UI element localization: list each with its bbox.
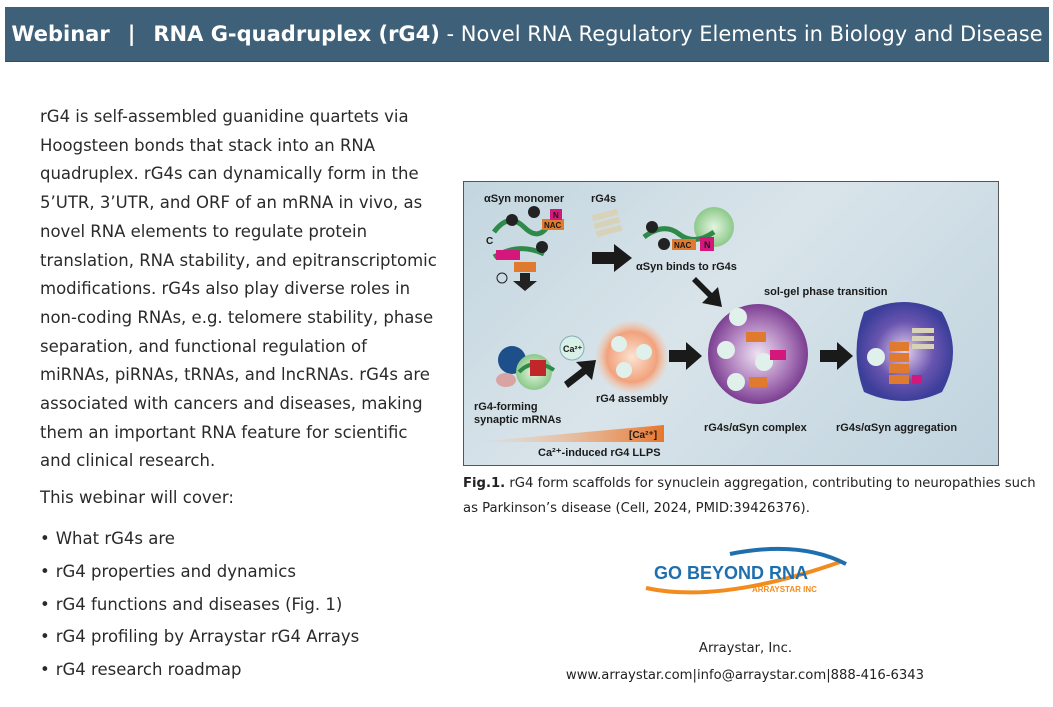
label-rg4-forming-1: rG4-forming (474, 401, 538, 413)
list-item: •rG4 profiling by Arraystar rG4 Arrays (40, 627, 360, 647)
bullet-icon: • (40, 594, 50, 614)
banner-title-rest: - Novel RNA Regulatory Elements in Biolo… (439, 22, 1043, 46)
svg-text:N: N (553, 211, 559, 220)
cover-heading: This webinar will cover: (40, 488, 234, 507)
logo-svg: GO BEYOND RNA ARRAYSTAR INC (645, 546, 847, 595)
svg-text:NAC: NAC (544, 221, 562, 230)
label-ca: Ca²⁺ (563, 344, 583, 354)
banner-separator: | (127, 22, 136, 46)
nac-box (542, 219, 564, 230)
bullet-icon: • (40, 529, 50, 548)
label-rg4-forming-2: synaptic mRNAs (474, 414, 561, 426)
bullet-icon: • (40, 561, 50, 581)
n-box (700, 237, 714, 251)
label-rg4-assembly: rG4 assembly (596, 393, 669, 405)
arrow-icon (592, 244, 632, 272)
minus-charge-icon (506, 214, 518, 226)
rg4-ribbons (912, 328, 934, 349)
email-link[interactable]: info@arraystar.com (696, 668, 827, 683)
nac-box (672, 239, 696, 250)
bullet-icon: • (40, 660, 50, 680)
label-aggregation: rG4s/αSyn aggregation (836, 422, 957, 434)
minus-charge-icon (536, 241, 548, 253)
phone-number: 888-416-6343 (830, 668, 925, 683)
n-box (550, 209, 562, 220)
label-asyn-binds: αSyn binds to rG4s (636, 261, 737, 273)
label-asyn-monomer: αSyn monomer (484, 193, 565, 205)
rg4-ribbons (591, 208, 623, 238)
n-box (496, 250, 520, 260)
minus-charge-icon (646, 221, 658, 233)
label-sol-gel: sol-gel phase transition (764, 286, 888, 298)
minus-charge-icon (528, 206, 540, 218)
list-item: •rG4 functions and diseases (Fig. 1) (40, 594, 343, 614)
rg4-droplet (596, 321, 668, 393)
logo-sub-text: ARRAYSTAR INC (752, 585, 817, 594)
figure-caption: Fig.1. rG4 form scaffolds for synuclein … (463, 472, 1043, 521)
minus-charge-icon (658, 238, 670, 250)
intro-paragraph: rG4 is self-assembled guanidine quartets… (40, 107, 437, 471)
company-name: Arraystar, Inc. (698, 641, 793, 656)
nac-box (514, 262, 536, 272)
ca-gradient-bar (474, 425, 664, 442)
logo-main-text: GO BEYOND RNA (654, 563, 808, 583)
arrow-icon (564, 360, 596, 388)
banner-title-bold: RNA G-quadruplex (rG4) (153, 22, 440, 46)
caption-text: rG4 form scaffolds for synuclein aggrega… (463, 476, 1036, 516)
arrow-icon (692, 277, 722, 307)
website-link[interactable]: www.arraystar.com (565, 668, 693, 683)
caption-fig-label: Fig.1. (463, 476, 506, 491)
label-ca-bracket: [Ca²⁺] (629, 430, 657, 441)
label-complex: rG4s/αSyn complex (704, 422, 808, 434)
label-rg4s: rG4s (591, 193, 616, 205)
list-item: •rG4 research roadmap (40, 660, 242, 680)
contact-line: www.arraystar.com|info@arraystar.com|888… (565, 668, 925, 683)
figure-svg: αSyn monomer rG4s NAC N C NAC N α (474, 193, 957, 459)
aggregation-droplet (856, 302, 953, 401)
company-logo: GO BEYOND RNA ARRAYSTAR INC (640, 540, 852, 606)
arrow-icon (513, 273, 537, 291)
label-llps: Ca²⁺-induced rG4 LLPS (538, 447, 661, 459)
bullet-icon: • (40, 627, 50, 647)
list-item: •rG4 properties and dynamics (40, 561, 296, 581)
asyn-strand (492, 218, 552, 237)
arrow-icon (820, 342, 853, 370)
banner-prefix: Webinar (11, 22, 110, 46)
list-item: •What rG4s are (40, 529, 175, 548)
title-banner: Webinar | RNA G-quadruplex (rG4) - Novel… (5, 7, 1049, 62)
cover-list: •What rG4s are •rG4 properties and dynam… (40, 523, 359, 687)
svg-text:NAC: NAC (674, 241, 692, 250)
arrow-icon (669, 342, 702, 370)
svg-text:N: N (704, 240, 711, 250)
figure-1-illustration: αSyn monomer rG4s NAC N C NAC N α (463, 181, 999, 466)
label-c: C (486, 236, 493, 247)
